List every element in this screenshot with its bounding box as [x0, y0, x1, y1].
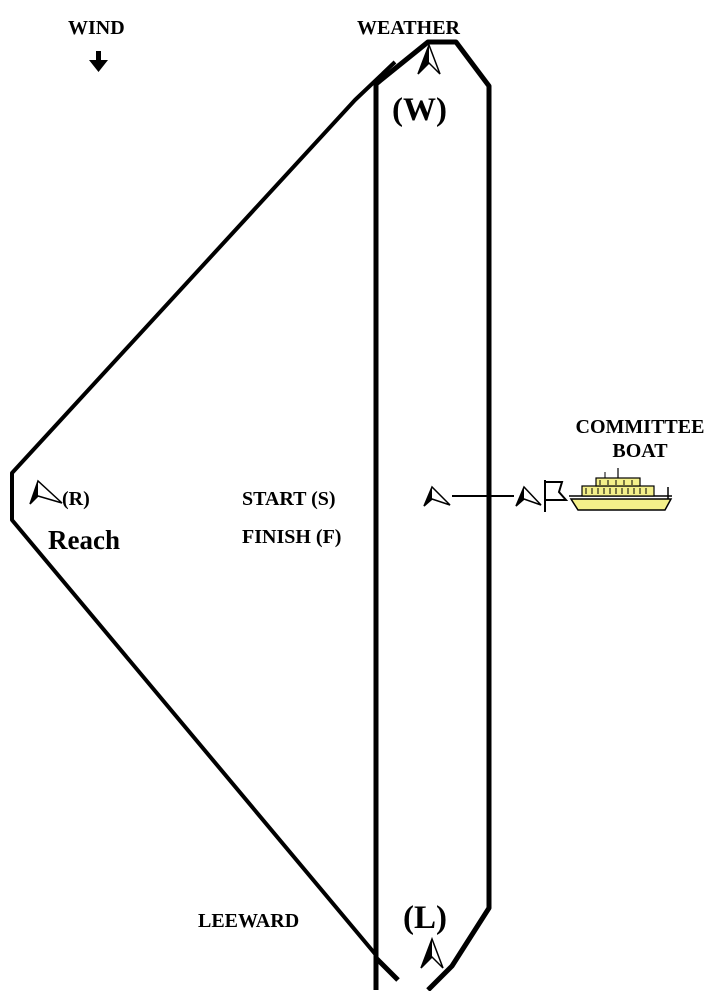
windward-leeward-course	[373, 39, 492, 991]
leeward-mark-icon	[420, 936, 444, 969]
start-pin-mark-icon	[423, 485, 451, 507]
weather-mark-icon	[417, 42, 441, 75]
reach-mark-label: (R)	[62, 488, 90, 510]
reach-mark-icon	[29, 479, 63, 505]
committee-label-line2: BOAT	[612, 440, 668, 462]
committee-mark-icon	[515, 485, 542, 507]
leeward-mark-label: (L)	[403, 900, 447, 936]
committee-boat-label: COMMITTEE BOAT	[570, 415, 710, 463]
leeward-label: LEEWARD	[198, 910, 300, 932]
triangle-reach-legs	[10, 60, 397, 957]
start-label: START (S)	[242, 488, 336, 510]
flag-icon	[544, 480, 569, 512]
committee-boat-icon	[569, 468, 673, 511]
weather-label: WEATHER	[357, 17, 460, 39]
reach-label: Reach	[48, 525, 120, 555]
wind-label: WIND	[68, 17, 125, 39]
down-arrow-icon	[89, 51, 108, 72]
sausage-left-bottom	[373, 908, 400, 982]
committee-label-line1: COMMITTEE	[575, 416, 705, 438]
finish-label: FINISH (F)	[242, 526, 342, 548]
weather-mark-label: (W)	[392, 92, 447, 128]
